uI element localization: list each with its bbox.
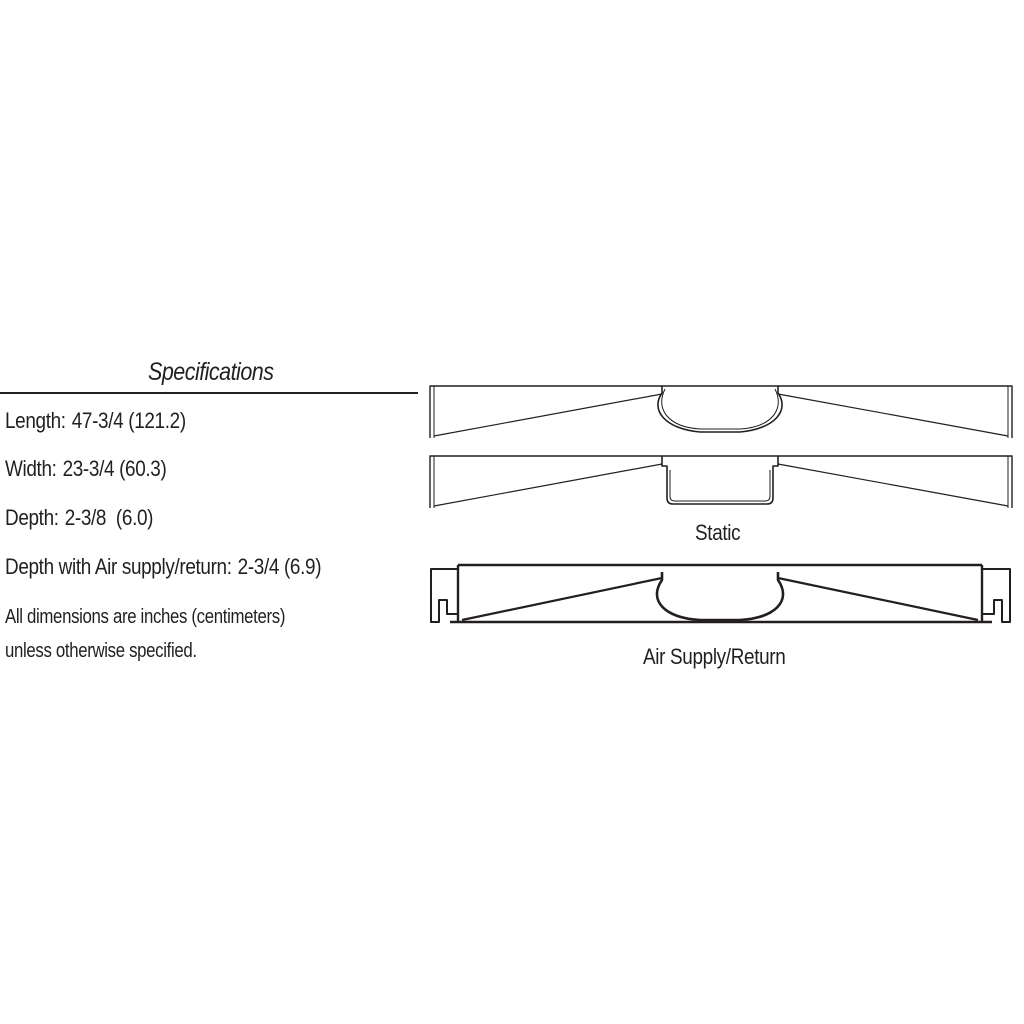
specifications-divider bbox=[0, 392, 418, 394]
spec-depth-air-label: Depth with Air supply/return: bbox=[5, 554, 232, 579]
air-supply-left-lens bbox=[461, 576, 663, 622]
static-profile-bottom-housing-inner bbox=[669, 470, 771, 502]
static-profile-top bbox=[429, 385, 1013, 438]
spec-width-value: 23-3/4 (60.3) bbox=[62, 456, 167, 481]
air-supply-left-slot bbox=[430, 568, 458, 623]
air-supply-profile bbox=[430, 563, 1011, 624]
spec-depth-label: Depth: bbox=[5, 505, 59, 530]
static-profile-bottom bbox=[429, 455, 1013, 508]
static-profile-bottom-frame bbox=[429, 455, 1013, 508]
air-supply-right-slot bbox=[982, 568, 1011, 623]
spec-length-label: Length: bbox=[5, 408, 66, 433]
static-profile-bottom-left-lens bbox=[433, 463, 663, 507]
spec-depth-air-value: 2-3/4 (6.9) bbox=[237, 554, 322, 579]
specifications-title: Specifications bbox=[148, 358, 274, 386]
static-profile-top-housing bbox=[657, 386, 783, 433]
static-profile-top-right-lens bbox=[777, 393, 1009, 437]
dimensions-note-line-2: unless otherwise specified. bbox=[5, 640, 197, 662]
static-profile-bottom-housing bbox=[661, 456, 779, 505]
static-profile-top-housing-inner bbox=[661, 388, 779, 430]
static-profile-top-frame bbox=[429, 385, 1013, 438]
spec-width: Width:23-3/4 (60.3) bbox=[5, 456, 167, 482]
static-caption: Static bbox=[695, 520, 741, 545]
spec-length-value: 47-3/4 (121.2) bbox=[71, 408, 186, 433]
air-supply-right-lens bbox=[777, 576, 979, 622]
air-supply-caption: Air Supply/Return bbox=[643, 644, 786, 669]
spec-length: Length:47-3/4 (121.2) bbox=[5, 408, 186, 434]
dimensions-note-line-1: All dimensions are inches (centimeters) bbox=[5, 606, 286, 628]
air-supply-housing bbox=[655, 572, 785, 622]
static-profile-bottom-right-lens bbox=[777, 463, 1009, 507]
spec-width-label: Width: bbox=[5, 456, 57, 481]
spec-depth: Depth:2-3/8 (6.0) bbox=[5, 505, 153, 531]
spec-depth-value: 2-3/8 (6.0) bbox=[64, 505, 154, 530]
spec-depth-air: Depth with Air supply/return:2-3/4 (6.9) bbox=[5, 554, 322, 580]
static-profile-top-left-lens bbox=[433, 393, 663, 437]
